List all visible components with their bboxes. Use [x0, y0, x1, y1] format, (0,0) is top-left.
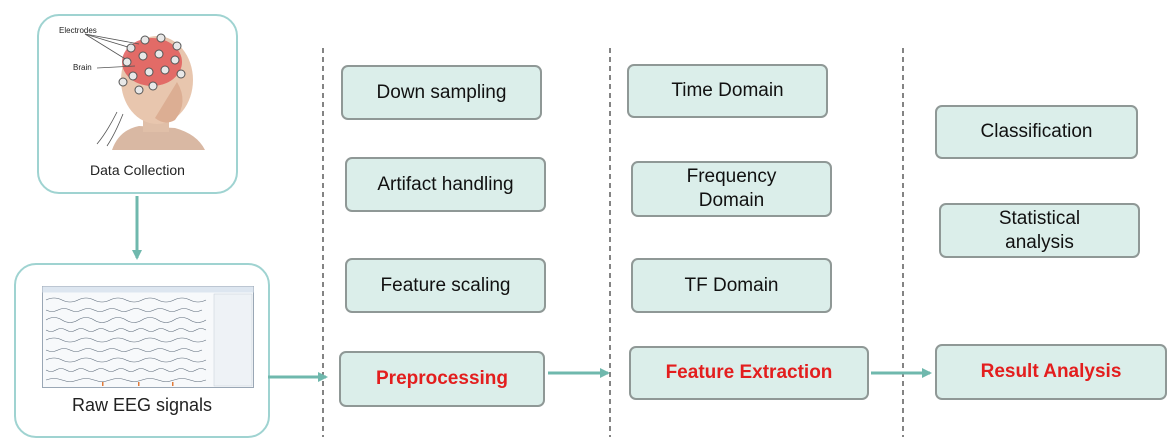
- step-tf-domain: TF Domain: [631, 258, 832, 313]
- electrodes-label: Electrodes: [59, 26, 97, 35]
- eeg-signal-window-icon: [42, 286, 254, 388]
- stage-feature-extraction: Feature Extraction: [629, 346, 869, 400]
- step-down-sampling: Down sampling: [341, 65, 542, 120]
- stage-result-analysis: Result Analysis: [935, 344, 1167, 400]
- data-collection-panel: Electrodes Brain Data Collection: [37, 14, 238, 194]
- step-frequency-domain: Frequency Domain: [631, 161, 832, 217]
- step-classification: Classification: [935, 105, 1138, 159]
- step-statistical-analysis: Statistical analysis: [939, 203, 1140, 258]
- step-feature-scaling: Feature scaling: [345, 258, 546, 313]
- brain-label: Brain: [73, 63, 92, 72]
- raw-eeg-caption: Raw EEG signals: [71, 395, 213, 415]
- head-with-electrodes-icon: Electrodes Brain: [59, 26, 205, 150]
- stage-preprocessing: Preprocessing: [339, 351, 545, 407]
- step-artifact-handling: Artifact handling: [345, 157, 546, 212]
- raw-eeg-panel: Raw EEG signals: [14, 263, 270, 438]
- step-time-domain: Time Domain: [627, 64, 828, 118]
- data-collection-caption: Data Collection: [90, 162, 185, 178]
